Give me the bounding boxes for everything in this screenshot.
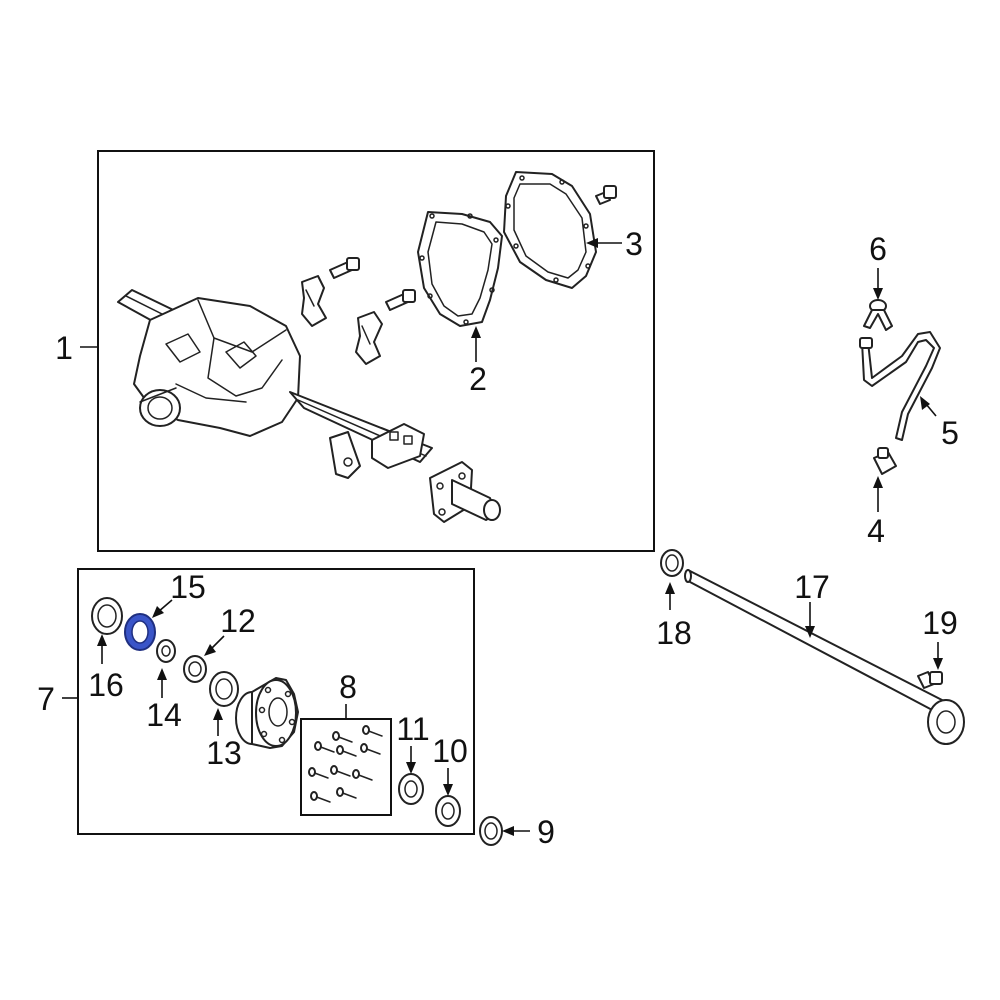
callout-2[interactable]: 2 [469,361,487,397]
callout-14[interactable]: 14 [146,697,182,733]
callout-1[interactable]: 1 [55,330,73,366]
callout-5[interactable]: 5 [941,415,959,451]
cover-bolt[interactable] [595,185,617,205]
callout-10[interactable]: 10 [432,733,468,769]
callout-17[interactable]: 17 [794,569,830,605]
vent-fitting[interactable] [873,447,897,475]
hub-kit-box [77,568,475,835]
callout-9[interactable]: 9 [537,814,555,850]
cap-bolt-upper[interactable] [329,257,360,279]
inner-seal-highlighted[interactable] [124,613,156,651]
callout-15[interactable]: 15 [170,569,206,605]
bearing-11[interactable] [398,773,424,805]
vent-tube[interactable] [859,331,941,441]
callout-16[interactable]: 16 [88,667,124,703]
callout-13[interactable]: 13 [206,735,242,771]
axle-housing[interactable] [117,289,501,523]
bearing-cap-upper[interactable] [301,275,327,327]
cap-bolt-lower[interactable] [385,289,416,311]
small-bearing[interactable] [183,655,207,683]
callout-7[interactable]: 7 [37,681,55,717]
callout-3[interactable]: 3 [625,226,643,262]
shaft-bolt[interactable] [917,671,943,689]
callout-4[interactable]: 4 [867,513,885,549]
callout-6[interactable]: 6 [869,231,887,267]
leader-lines [62,238,943,836]
callout-12[interactable]: 12 [220,603,256,639]
cover-gasket[interactable] [417,211,503,327]
vent-clip[interactable] [863,299,893,331]
seal-10[interactable] [435,795,461,827]
callout-11[interactable]: 11 [396,711,429,747]
seal-9[interactable] [479,816,503,846]
outer-bearing-cup[interactable] [91,597,123,635]
wheel-hub[interactable] [235,677,299,749]
hub-bearing[interactable] [209,671,239,707]
washer[interactable] [156,639,176,663]
callout-19[interactable]: 19 [922,605,958,641]
bearing-cap-lower[interactable] [355,311,383,365]
axle-shaft[interactable] [684,569,965,745]
shaft-gasket[interactable] [660,549,684,577]
wheel-stud-set[interactable] [308,725,383,803]
callout-18[interactable]: 18 [656,615,692,651]
differential-cover[interactable] [503,171,597,289]
axle-assembly-box [97,150,655,552]
callout-8[interactable]: 8 [339,669,357,705]
